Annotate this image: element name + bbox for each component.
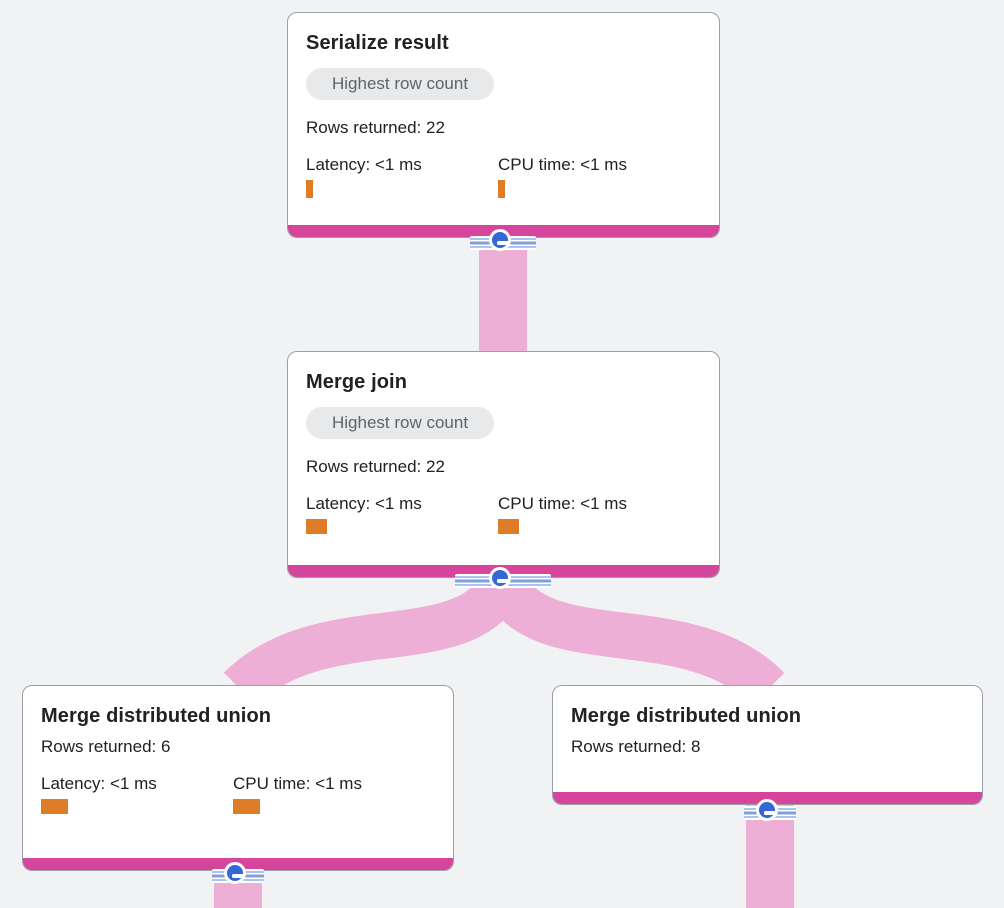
node-title: Merge join [306, 371, 408, 393]
cpu-time-label: CPU time: <1 ms [233, 774, 362, 793]
latency-bar-icon [306, 519, 327, 534]
node-content: Merge distributed union Rows returned: 8 [553, 686, 982, 757]
node-content: Serialize result Highest row count Rows … [288, 13, 719, 198]
metrics-row: Latency: <1 ms CPU time: <1 ms [306, 155, 701, 198]
cpu-metric: CPU time: <1 ms [498, 494, 690, 534]
rows-returned-label: Rows returned: 22 [306, 457, 445, 476]
cpu-bar-icon [233, 799, 260, 814]
cpu-time-label: CPU time: <1 ms [498, 155, 627, 174]
plan-node-merge-distributed-union-left[interactable]: Merge distributed union Rows returned: 6… [22, 685, 454, 871]
edge-mergejoin-to-right-union [482, 571, 785, 706]
rows-returned-label: Rows returned: 22 [306, 118, 445, 137]
plan-node-merge-join[interactable]: Merge join Highest row count Rows return… [287, 351, 720, 578]
node-accent-bar [553, 792, 982, 804]
plan-node-serialize-result[interactable]: Serialize result Highest row count Rows … [287, 12, 720, 238]
cpu-bar-icon [498, 519, 519, 534]
node-title: Merge distributed union [571, 705, 802, 727]
latency-label: Latency: <1 ms [306, 494, 422, 513]
metrics-row: Latency: <1 ms CPU time: <1 ms [41, 774, 435, 814]
latency-bar-icon [306, 180, 313, 198]
cpu-metric: CPU time: <1 ms [498, 155, 690, 198]
node-content: Merge distributed union Rows returned: 6… [23, 686, 453, 814]
node-title: Serialize result [306, 32, 449, 54]
collapse-right-union-button[interactable] [756, 799, 778, 821]
collapse-merge-join-button[interactable] [489, 567, 511, 589]
highest-row-count-badge: Highest row count [306, 407, 495, 439]
minus-icon [497, 241, 509, 245]
latency-label: Latency: <1 ms [41, 774, 157, 793]
collapse-left-union-button[interactable] [224, 862, 246, 884]
latency-metric: Latency: <1 ms [306, 494, 498, 534]
cpu-time-label: CPU time: <1 ms [498, 494, 627, 513]
minus-icon [232, 874, 244, 878]
edge-mergejoin-to-left-union [223, 571, 524, 707]
rows-returned-label: Rows returned: 6 [41, 737, 171, 756]
cpu-bar-icon [498, 180, 505, 198]
metrics-row: Latency: <1 ms CPU time: <1 ms [306, 494, 701, 534]
collapse-serialize-result-button[interactable] [489, 229, 511, 251]
plan-node-merge-distributed-union-right[interactable]: Merge distributed union Rows returned: 8 [552, 685, 983, 805]
node-content: Merge join Highest row count Rows return… [288, 352, 719, 534]
minus-icon [497, 579, 509, 583]
latency-metric: Latency: <1 ms [306, 155, 498, 198]
rows-returned-label: Rows returned: 8 [571, 737, 701, 756]
latency-label: Latency: <1 ms [306, 155, 422, 174]
highest-row-count-badge: Highest row count [306, 68, 495, 100]
cpu-metric: CPU time: <1 ms [233, 774, 425, 814]
node-title: Merge distributed union [41, 705, 272, 727]
latency-metric: Latency: <1 ms [41, 774, 233, 814]
latency-bar-icon [41, 799, 68, 814]
minus-icon [764, 811, 776, 815]
